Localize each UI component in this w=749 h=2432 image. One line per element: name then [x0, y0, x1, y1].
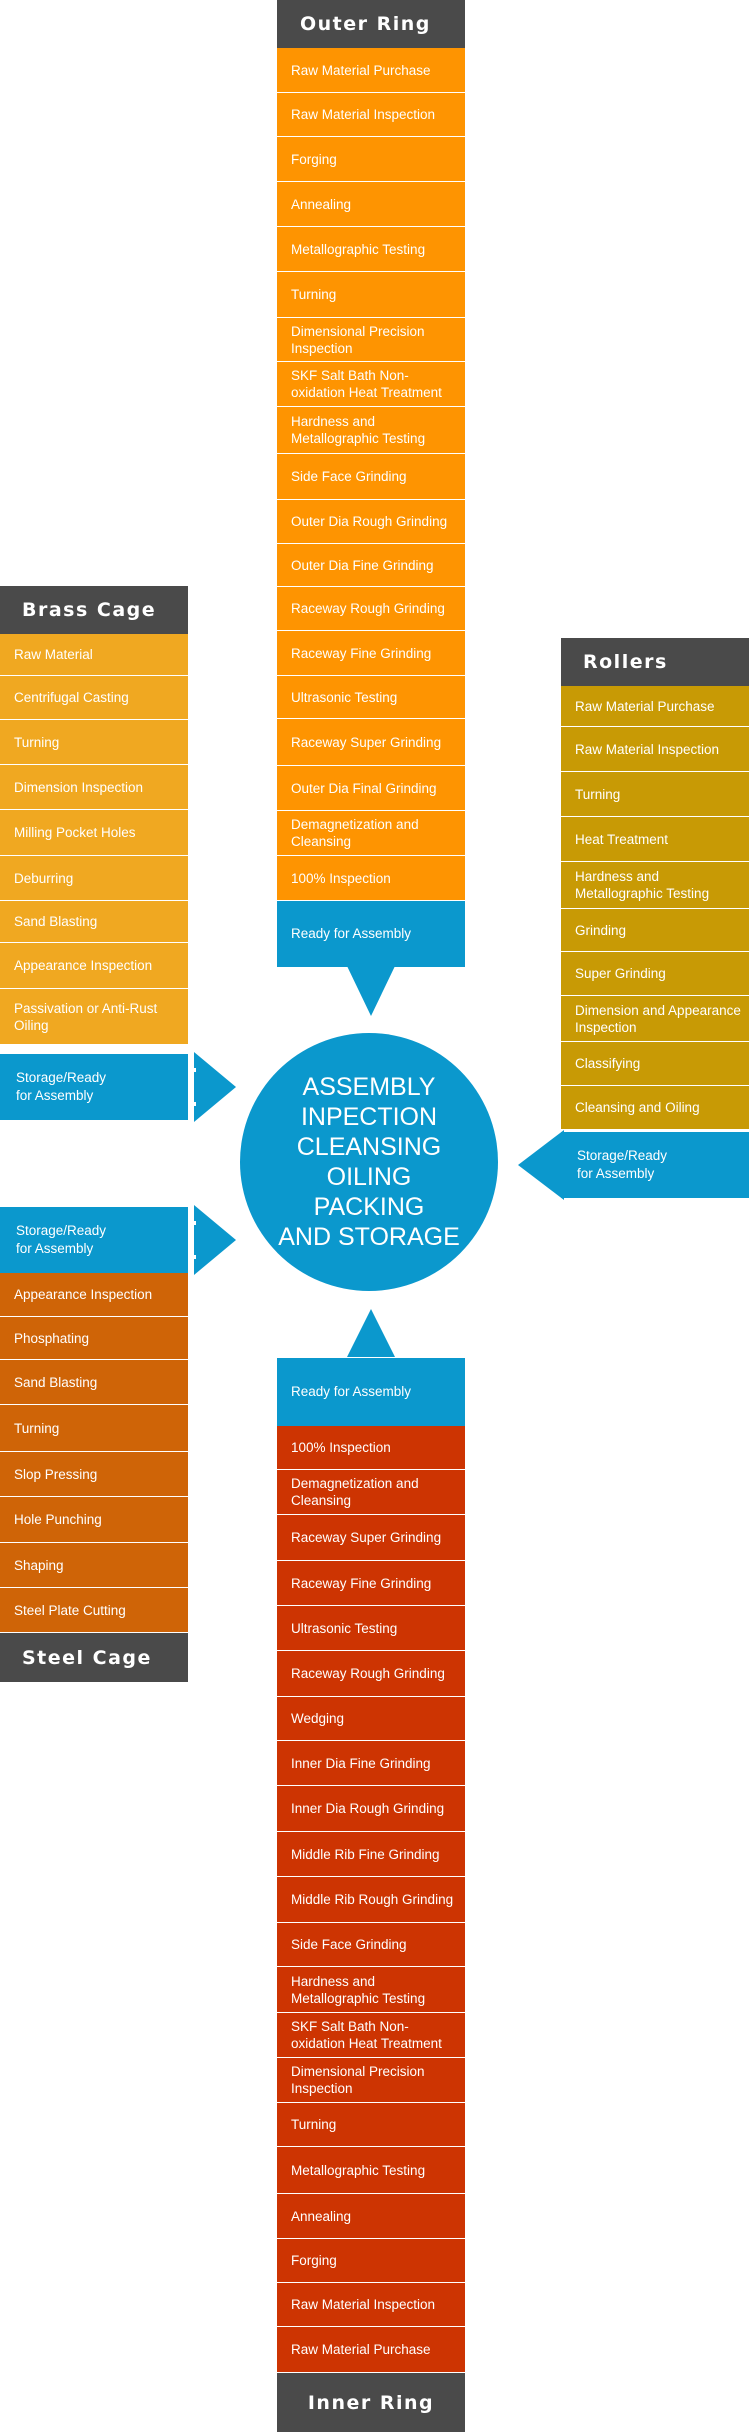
process-step: Raw Material Purchase	[561, 686, 749, 727]
process-step: Milling Pocket Holes	[0, 810, 188, 856]
process-step: Wedging	[277, 1697, 465, 1741]
process-step: Raceway Super Grinding	[277, 719, 465, 766]
process-step: Appearance Inspection	[0, 943, 188, 989]
process-step: Hardness and Metallographic Testing	[561, 862, 749, 909]
inner-ring-up-arrow	[347, 1309, 395, 1357]
process-step: Heat Treatment	[561, 817, 749, 862]
process-step: Steel Plate Cutting	[0, 1588, 188, 1633]
process-step: Cleansing and Oiling	[561, 1086, 749, 1130]
process-step: Outer Dia Fine Grinding	[277, 544, 465, 587]
brass-cage-header: Brass Cage	[0, 586, 188, 634]
process-step: Forging	[277, 137, 465, 182]
process-step: Side Face Grinding	[277, 1923, 465, 1967]
outer-ring-down-arrow	[347, 966, 395, 1016]
process-step: Turning	[277, 2103, 465, 2147]
rollers-storage: Storage/Ready for Assembly	[561, 1132, 749, 1198]
process-step: Raceway Fine Grinding	[277, 631, 465, 676]
process-step: Dimensional Precision Inspection	[277, 318, 465, 362]
process-step: Turning	[0, 720, 188, 765]
process-step: Annealing	[277, 182, 465, 227]
rollers-left-arrow	[518, 1130, 564, 1200]
process-step: Centrifugal Casting	[0, 676, 188, 720]
process-step: SKF Salt Bath Non-oxidation Heat Treatme…	[277, 362, 465, 407]
process-step: Passivation or Anti-Rust Oiling	[0, 989, 188, 1045]
process-step: Raceway Rough Grinding	[277, 1651, 465, 1697]
process-step: Forging	[277, 2239, 465, 2283]
process-step: Hardness and Metallographic Testing	[277, 1967, 465, 2013]
process-step: Turning	[277, 272, 465, 318]
process-step: Raw Material Purchase	[277, 48, 465, 93]
process-step: Raceway Fine Grinding	[277, 1561, 465, 1606]
process-step: Annealing	[277, 2194, 465, 2239]
outer-ring-ready-for-assembly: Ready for Assembly	[277, 901, 465, 967]
process-step: Classifying	[561, 1042, 749, 1086]
process-step: Grinding	[561, 909, 749, 952]
process-step: Sand Blasting	[0, 1360, 188, 1405]
process-step: Raw Material	[0, 634, 188, 676]
process-step: Dimension and Appearance Inspection	[561, 996, 749, 1042]
process-step: Super Grinding	[561, 952, 749, 996]
process-step: Metallographic Testing	[277, 2147, 465, 2194]
assembly-circle: ASSEMBLY INPECTION CLEANSING OILING PACK…	[240, 1033, 498, 1291]
process-step: Middle Rib Fine Grinding	[277, 1832, 465, 1877]
process-step: Outer Dia Final Grinding	[277, 766, 465, 811]
rollers-header: Rollers	[561, 638, 749, 686]
process-step: Inner Dia Rough Grinding	[277, 1786, 465, 1832]
process-step: Ultrasonic Testing	[277, 1606, 465, 1651]
process-step: Raceway Super Grinding	[277, 1515, 465, 1561]
brass-cage-storage: Storage/Ready for Assembly	[0, 1054, 188, 1120]
process-step: Demagnetization and Cleansing	[277, 811, 465, 856]
process-step: Ultrasonic Testing	[277, 676, 465, 719]
process-step: 100% Inspection	[277, 856, 465, 901]
process-step: Raceway Rough Grinding	[277, 587, 465, 631]
process-step: Outer Dia Rough Grinding	[277, 500, 465, 544]
process-step: Dimensional Precision Inspection	[277, 2058, 465, 2103]
process-step: Hole Punching	[0, 1497, 188, 1543]
steel-cage-right-arrow	[188, 1205, 236, 1275]
process-step: Inner Dia Fine Grinding	[277, 1741, 465, 1786]
process-step: Side Face Grinding	[277, 454, 465, 500]
process-step: Demagnetization and Cleansing	[277, 1470, 465, 1515]
process-step: Turning	[561, 772, 749, 817]
process-step: Appearance Inspection	[0, 1273, 188, 1317]
inner-ring-header: Inner Ring	[277, 2373, 465, 2432]
brass-cage-right-arrow	[188, 1052, 236, 1122]
process-step: Raw Material Purchase	[277, 2327, 465, 2373]
outer-ring-header: Outer Ring	[277, 0, 465, 48]
process-step: Phosphating	[0, 1317, 188, 1360]
process-step: Shaping	[0, 1543, 188, 1588]
process-step: Turning	[0, 1405, 188, 1452]
process-step: SKF Salt Bath Non-oxidation Heat Treatme…	[277, 2013, 465, 2058]
steel-cage-storage: Storage/Ready for Assembly	[0, 1207, 188, 1273]
process-step: Deburring	[0, 856, 188, 901]
process-step: Raw Material Inspection	[561, 727, 749, 772]
steel-cage-header: Steel Cage	[0, 1633, 188, 1682]
inner-ring-ready-for-assembly: Ready for Assembly	[277, 1358, 465, 1426]
process-step: Metallographic Testing	[277, 227, 465, 272]
process-step: Slop Pressing	[0, 1452, 188, 1497]
process-step: Raw Material Inspection	[277, 93, 465, 137]
process-step: Dimension Inspection	[0, 765, 188, 810]
process-step: Sand Blasting	[0, 901, 188, 943]
process-step: Middle Rib Rough Grinding	[277, 1877, 465, 1923]
process-step: 100% Inspection	[277, 1426, 465, 1470]
process-step: Raw Material Inspection	[277, 2283, 465, 2327]
process-step: Hardness and Metallographic Testing	[277, 407, 465, 454]
